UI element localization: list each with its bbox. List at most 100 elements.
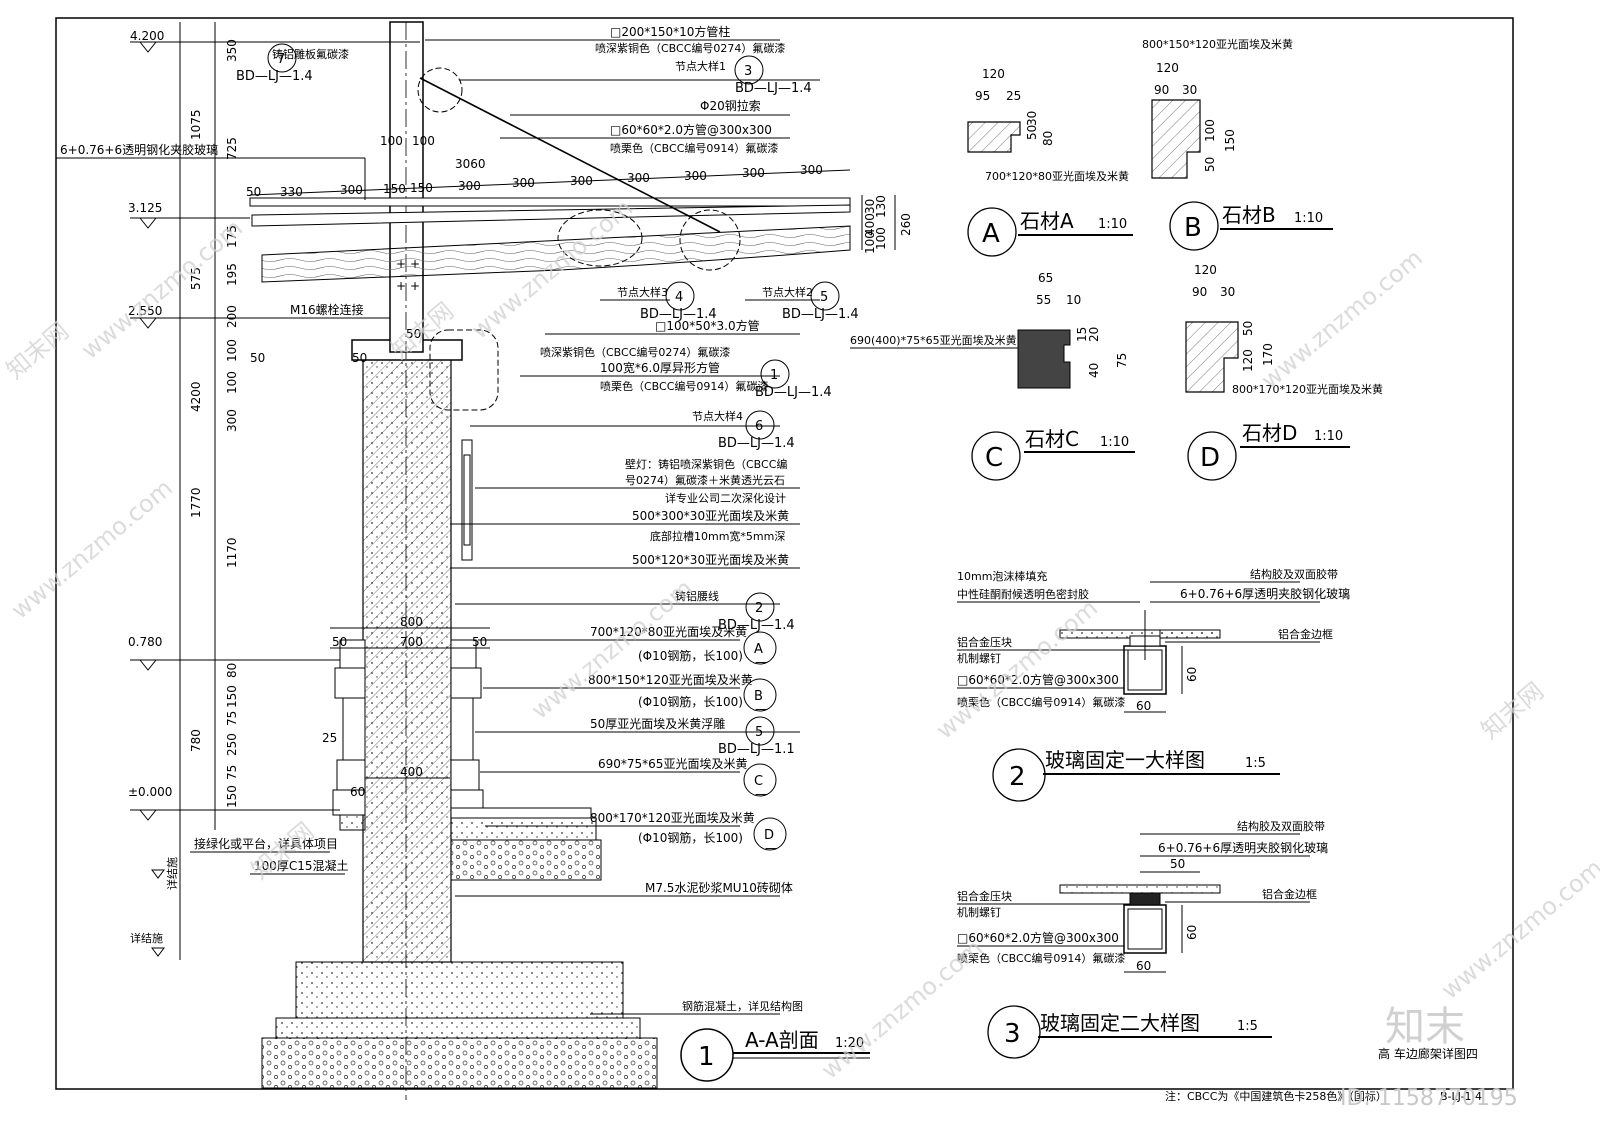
dim-3060: 3060 [455,157,486,171]
note-29: 节点大样3 [617,285,668,299]
stone-b-dim-100: 100 [1203,119,1217,142]
wall-light [461,439,473,561]
sref-d: D [764,828,774,843]
detail-ring-3 [417,67,463,113]
stone-c-scale: 1:10 [1100,435,1129,450]
dim-300c: 300 [512,176,535,190]
stone-d-dim-30: 30 [1220,285,1235,299]
cdim-400: 400 [863,213,877,236]
ref-6-code: BD—LJ—1.4 [718,436,795,451]
wm-site-6: www.znzmo.com [931,594,1103,745]
base-stones-right [450,639,484,816]
sref-c: C [754,774,763,789]
wdim-50e: 50 [250,351,265,365]
g2-note-2: 铝合金压块 [957,889,1012,903]
dim-300: 300 [225,409,239,432]
dim-100a: 100 [380,134,403,148]
g2-note-0: 结构胶及双面胶带 [1237,819,1325,833]
dim-1770: 1770 [189,487,203,518]
stone-d-dim-90: 90 [1192,285,1207,299]
dim-300f: 300 [684,169,707,183]
dim-175: 175 [225,225,239,248]
stone-c-dim-65: 65 [1038,271,1053,285]
note-12: 号0274）氟碳漆＋米黄透光云石 [625,473,785,487]
sref-a: A [754,642,763,657]
wm-site-7: www.znzmo.com [816,934,988,1085]
glass-detail-2: 结构胶及双面胶带 6+0.76+6厚透明夹胶钢化玻璃 铝合金压块 机制螺钉 铝合… [957,819,1328,1059]
stone-a-dim-25: 25 [1006,89,1021,103]
g1-note-7: □60*60*2.0方管@300x300 [957,672,1119,687]
foundation-gravel [261,1037,658,1089]
wall-dims: 800 700 50 50 400 25 60 50 50 50 [250,327,490,799]
g1-note-1: 中性硅酮耐候透明色密封胶 [957,587,1089,601]
level-3125: 3.125 [128,201,162,215]
detail-ring-4 [557,209,643,267]
dim-195: 195 [225,263,239,286]
stone-c-dim-75: 75 [1115,353,1129,368]
dim-100b: 100 [412,134,435,148]
sref-b-dash: — [755,702,768,717]
stone-a-dim-30: 30 [1025,111,1039,126]
stone-d-id: D [1200,443,1220,473]
detail-ring-5 [679,209,741,271]
stone-d-spec: 800*170*120亚光面埃及米黄 [1232,382,1383,396]
sheet-name: 高 车边廊架详图四 [1378,1046,1478,1061]
g1-note-6: 铝合金边框 [1278,627,1333,641]
wdim-60: 60 [350,785,365,799]
note-9: 喷栗色（CBCC编号0914）氟碳漆 [600,379,768,393]
watermark-logo: 知末 [1385,1004,1465,1050]
ground-gravel [450,839,602,881]
section-scale: 1:20 [835,1036,864,1051]
section-title: A-A剖面 [745,1028,819,1052]
stone-a-dim-80: 80 [1041,131,1055,146]
dim-100b: 100 [225,371,239,394]
note-2: 节点大样1 [675,59,726,73]
stone-c: 65 55 10 15 20 40 75 690(400)*75*65亚光面埃及… [850,271,1135,481]
level-0000: ±0.000 [128,785,172,799]
note-4: □60*60*2.0方管@300x300 [610,122,772,137]
note-26: M7.5水泥砂浆MU10砖砌体 [645,880,793,895]
g2-note-4: 铝合金边框 [1262,887,1317,901]
cdim-30: 30 [863,199,877,214]
watermarks: www.znzmo.com 知末网 www.znzmo.com 知末网 www.… [1,194,1600,1085]
stone-d-dim-120: 120 [1194,263,1217,277]
ref-5-code: BD—LJ—1.4 [782,307,859,322]
note-14: 500*300*30亚光面埃及米黄 [632,509,789,523]
note-30: 节点大样2 [762,285,813,299]
sheet-no: B-LJ-1.4 [1440,1090,1482,1103]
svg-text:+: + [410,279,420,293]
ref-1-num: 1 [770,368,778,383]
note-20: 800*150*120亚光面埃及米黄 [588,673,753,687]
g1-note-0: 10mm泡沫棒填充 [957,569,1047,583]
note-16: 500*120*30亚光面埃及米黄 [632,553,789,567]
dim-1170: 1170 [225,537,239,568]
stone-b-dim-120: 120 [1156,61,1179,75]
stone-a: 120 95 25 50 30 80 700*120*80亚光面埃及米黄 A 石… [967,67,1133,257]
wdim-800: 800 [400,615,423,629]
ref-7-num: 7 [277,52,285,67]
stone-c-dim-10: 10 [1066,293,1081,307]
stone-c-spec: 690(400)*75*65亚光面埃及米黄 [850,333,1017,347]
stone-b-dim-50: 50 [1203,157,1217,172]
stone-d-title: 石材D [1242,421,1297,445]
tie-rod [419,77,721,233]
stone-c-dim-40: 40 [1087,363,1101,378]
sref-d-dash: — [765,841,778,856]
stone-b: 800*150*120亚光面埃及米黄 120 90 30 50 100 150 … [1142,37,1333,251]
wdim-50b: 50 [472,635,487,649]
g1-note-3: 6+0.76+6厚透明夹胶钢化玻璃 [1180,586,1350,601]
dim-725: 725 [225,137,239,160]
ref-5b-code: BD—LJ—1.1 [718,742,795,757]
level-2550: 2.550 [128,304,162,318]
stone-b-spec: 800*150*120亚光面埃及米黄 [1142,37,1293,51]
ref-1-code: BD—LJ—1.4 [755,385,832,400]
dim-80: 80 [225,663,239,678]
stone-a-dim-50: 50 [1025,125,1039,140]
ref-3-num: 3 [744,64,752,79]
g1-note-8: 喷栗色（CBCC编号0914）氟碳漆 [957,695,1125,709]
sref-b: B [754,689,763,704]
section-number: 1 [698,1042,715,1072]
cdim-100: 100 [874,227,888,250]
stone-d-dim-50: 50 [1241,321,1255,336]
ground-base [450,817,597,841]
